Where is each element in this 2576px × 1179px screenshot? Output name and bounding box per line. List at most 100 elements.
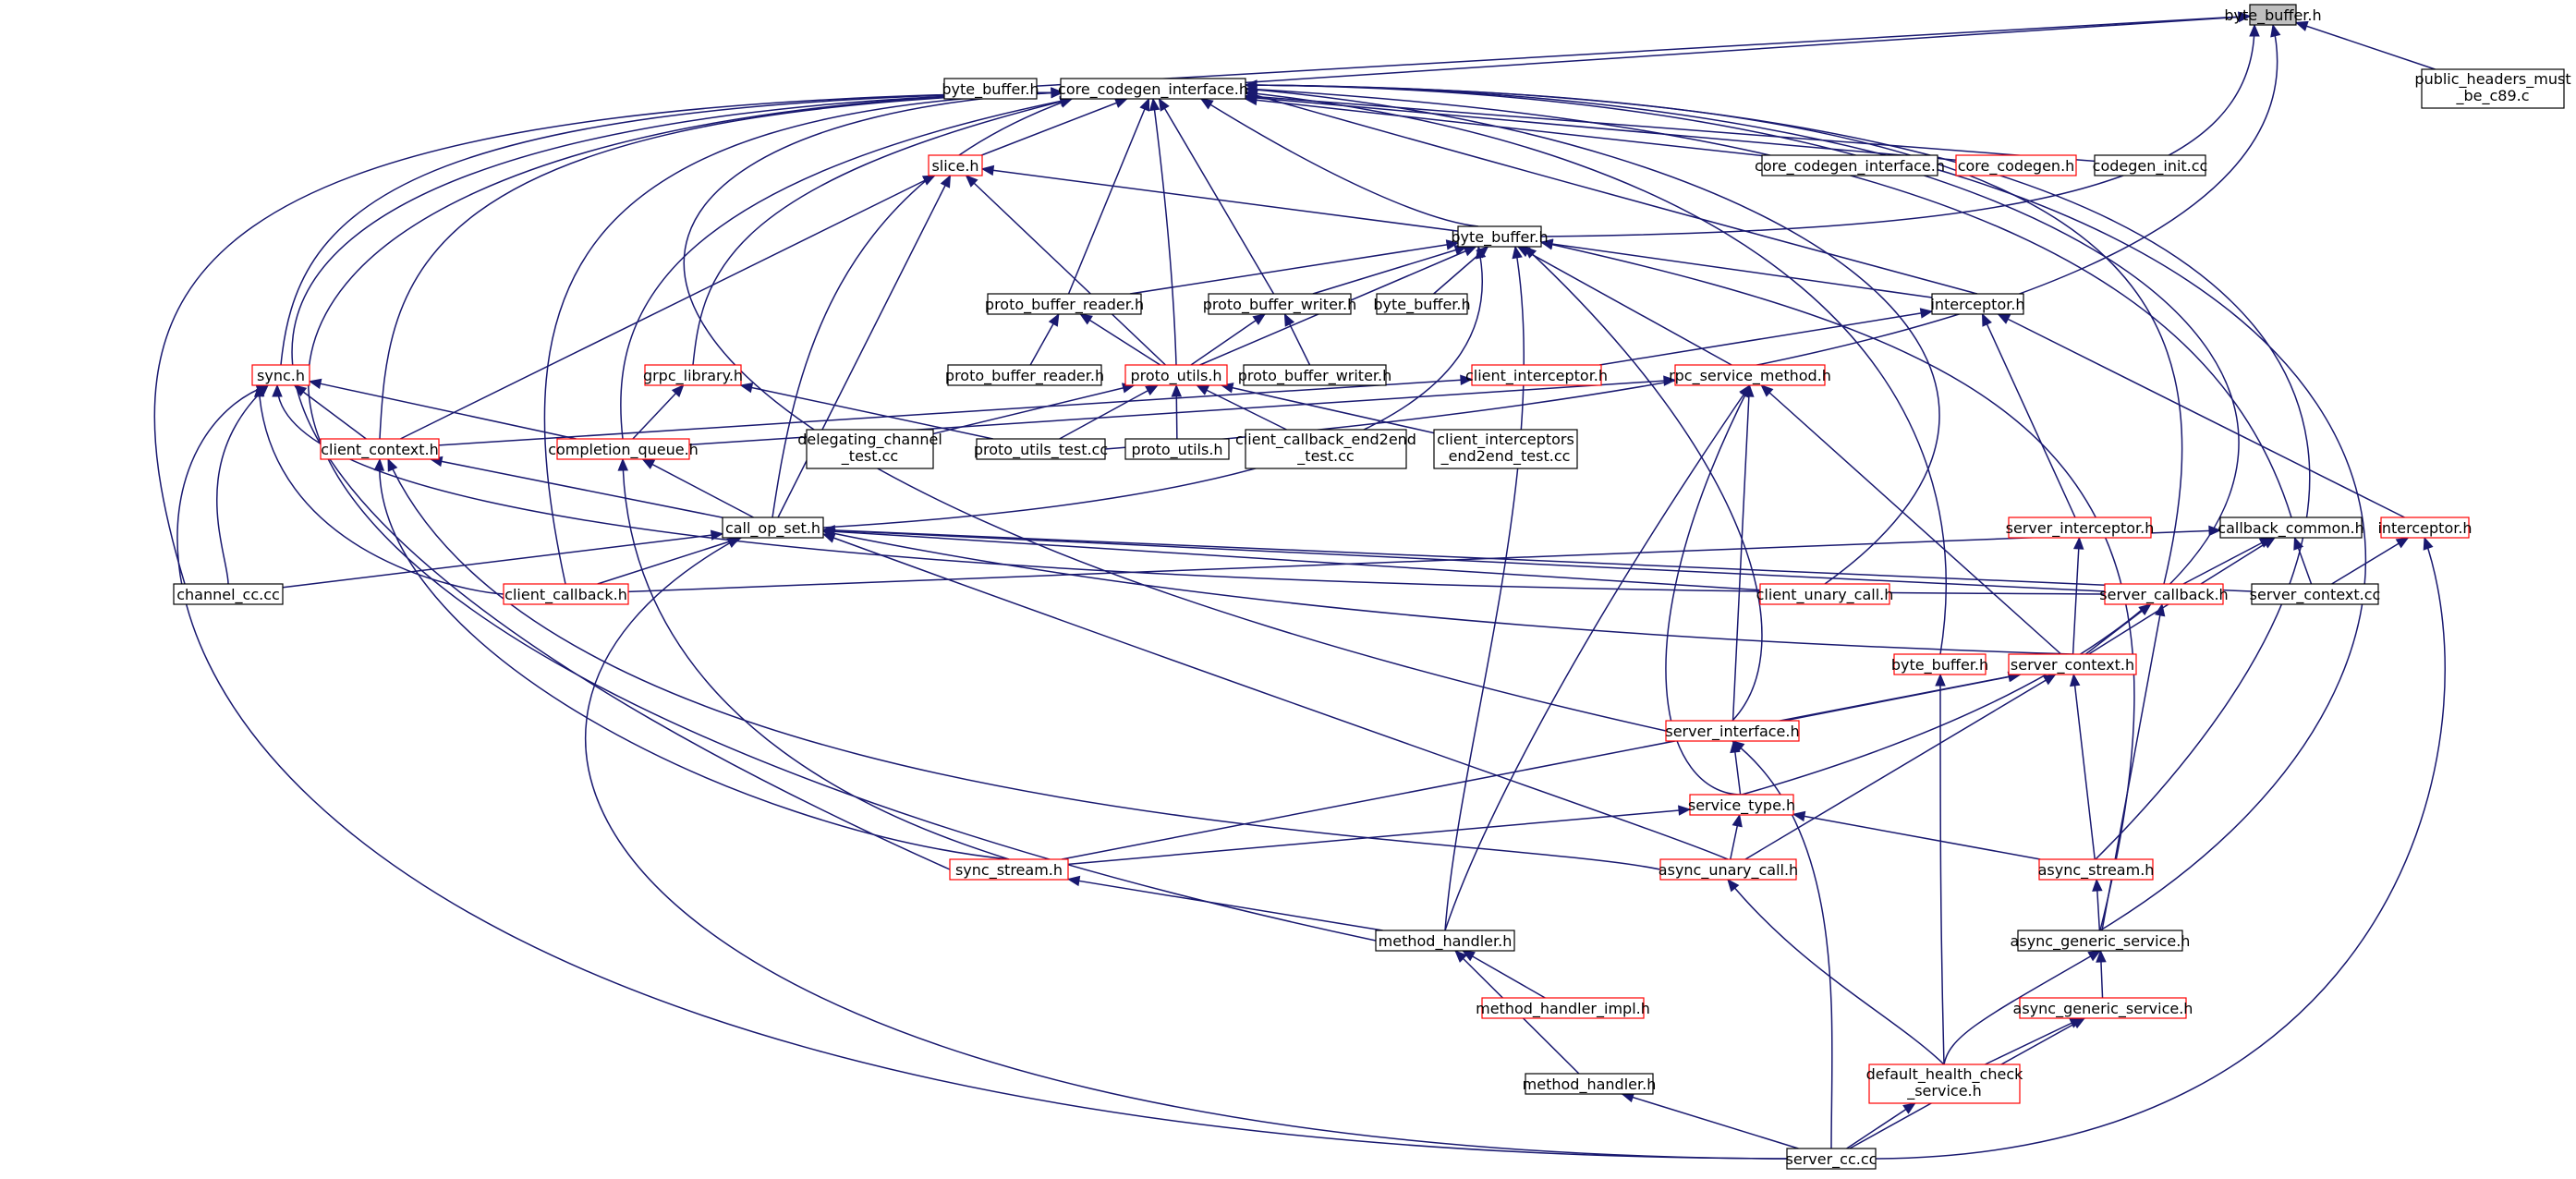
node-client-interceptor[interactable]: client_interceptor.h (1465, 364, 1608, 386)
node-box[interactable] (1931, 293, 2024, 315)
node-async-stream[interactable]: async_stream.h (2038, 858, 2155, 881)
node-async-unary-call[interactable]: async_unary_call.h (1659, 858, 1798, 881)
node-box[interactable] (644, 364, 742, 386)
node-method-handler[interactable]: method_handler.h (1375, 930, 1515, 952)
node-byte-buffer-c[interactable]: byte_buffer.h (1373, 293, 1471, 315)
node-sync[interactable]: sync.h (251, 364, 310, 386)
node-public-headers[interactable]: public_headers_must_be_c89.c (2414, 68, 2571, 109)
node-box[interactable] (2249, 4, 2297, 26)
node-server-interceptor[interactable]: server_interceptor.h (2006, 517, 2155, 539)
node-interceptor[interactable]: interceptor.h (1930, 293, 2025, 315)
node-box[interactable] (2219, 517, 2363, 539)
node-codegen-init[interactable]: codegen_init.cc (2093, 154, 2208, 176)
node-proto-utils-test[interactable]: proto_utils_test.cc (974, 438, 1108, 460)
node-rpc-service-method[interactable]: rpc_service_method.h (1669, 364, 1831, 386)
node-box[interactable] (987, 293, 1142, 315)
node-box[interactable] (943, 78, 1038, 100)
node-pbr2[interactable]: proto_buffer_reader.h (945, 364, 1104, 386)
node-box[interactable] (173, 583, 284, 605)
node-box[interactable] (1245, 429, 1407, 469)
node-method-handler-impl[interactable]: method_handler_impl.h (1476, 997, 1650, 1019)
node-box[interactable] (1243, 364, 1387, 386)
node-root[interactable]: byte_buffer.h (2224, 4, 2322, 26)
node-box[interactable] (722, 517, 824, 539)
node-callback-common[interactable]: callback_common.h (2218, 517, 2364, 539)
node-box[interactable] (1376, 293, 1468, 315)
node-box[interactable] (2038, 858, 2154, 881)
node-box[interactable] (928, 154, 983, 176)
node-call-op-set[interactable]: call_op_set.h (722, 517, 824, 539)
node-box[interactable] (947, 364, 1102, 386)
node-box[interactable] (1659, 858, 1797, 881)
node-box[interactable] (1208, 293, 1352, 315)
node-box[interactable] (1481, 997, 1645, 1019)
node-server-context-cc[interactable]: server_context.cc (2250, 583, 2381, 605)
node-box[interactable] (2008, 653, 2137, 675)
node-completion-queue[interactable]: completion_queue.h (548, 438, 699, 460)
node-client-context[interactable]: client_context.h (320, 438, 440, 460)
node-service-type[interactable]: service_type.h (1688, 794, 1795, 816)
node-server-cc[interactable]: server_cc.cc (1786, 1148, 1877, 1170)
node-core-codegen[interactable]: core_codegen.h (1955, 154, 2077, 176)
node-box[interactable] (1060, 78, 1246, 100)
node-proto-utils2[interactable]: proto_utils.h (1124, 438, 1230, 460)
node-method-handler2[interactable]: method_handler.h (1523, 1073, 1657, 1095)
node-ccif[interactable]: core_codegen_interface.h (1058, 78, 1248, 100)
node-box[interactable] (1457, 225, 1542, 248)
node-server-callback[interactable]: server_callback.h (2099, 583, 2229, 605)
node-box[interactable] (2008, 517, 2152, 539)
node-box[interactable] (2017, 930, 2183, 952)
node-pbw2[interactable]: proto_buffer_writer.h (1238, 364, 1392, 386)
node-server-context[interactable]: server_context.h (2008, 653, 2137, 675)
node-sync-stream[interactable]: sync_stream.h (949, 858, 1069, 881)
node-box[interactable] (1868, 1064, 2021, 1104)
node-box[interactable] (1893, 653, 1987, 675)
node-box[interactable] (1124, 438, 1230, 460)
node-client-interceptors-e2e[interactable]: client_interceptors_end2end_test.cc (1433, 429, 1578, 469)
node-box[interactable] (2251, 583, 2379, 605)
node-byte-buffer-d[interactable]: byte_buffer.h (1891, 653, 1988, 675)
node-grpc-library[interactable]: grpc_library.h (643, 364, 743, 386)
node-box[interactable] (1525, 1073, 1654, 1095)
node-box[interactable] (2019, 997, 2187, 1019)
node-box[interactable] (1124, 364, 1228, 386)
node-box[interactable] (806, 429, 934, 469)
node-box[interactable] (2104, 583, 2224, 605)
node-box[interactable] (1665, 720, 1800, 742)
node-box[interactable] (2094, 154, 2206, 176)
node-box[interactable] (251, 364, 310, 386)
node-server-interface[interactable]: server_interface.h (1665, 720, 1800, 742)
node-interceptor2[interactable]: interceptor.h (2377, 517, 2473, 539)
node-box[interactable] (1471, 364, 1602, 386)
node-box[interactable] (2421, 68, 2565, 109)
node-client-callback[interactable]: client_callback.h (503, 583, 629, 605)
node-pbw[interactable]: proto_buffer_writer.h (1203, 293, 1357, 315)
node-box[interactable] (556, 438, 690, 460)
node-delegating[interactable]: delegating_channel_test.cc (797, 429, 942, 469)
node-default-health[interactable]: default_health_check_service.h (1866, 1064, 2024, 1104)
node-box[interactable] (1759, 583, 1890, 605)
node-box[interactable] (1955, 154, 2077, 176)
node-box[interactable] (976, 438, 1106, 460)
node-box[interactable] (1674, 364, 1826, 386)
node-async-generic-service2[interactable]: async_generic_service.h (2013, 997, 2193, 1019)
node-box[interactable] (1786, 1148, 1877, 1170)
node-client-callback-e2e[interactable]: client_callback_end2end_test.cc (1235, 429, 1416, 469)
node-pbr[interactable]: proto_buffer_reader.h (985, 293, 1144, 315)
node-proto-utils[interactable]: proto_utils.h (1124, 364, 1228, 386)
node-box[interactable] (949, 858, 1069, 881)
node-box[interactable] (1433, 429, 1578, 469)
node-box[interactable] (2380, 517, 2470, 539)
node-box[interactable] (1375, 930, 1515, 952)
node-async-generic-service[interactable]: async_generic_service.h (2011, 930, 2191, 952)
node-box[interactable] (320, 438, 440, 460)
node-byte-buffer-b[interactable]: byte_buffer.h (1451, 225, 1549, 248)
node-slice[interactable]: slice.h (928, 154, 983, 176)
node-channel-cc[interactable]: channel_cc.cc (173, 583, 284, 605)
node-ccif2[interactable]: core_codegen_interface.h (1755, 154, 1945, 176)
node-box[interactable] (1689, 794, 1794, 816)
node-client-unary-call[interactable]: client_unary_call.h (1756, 583, 1894, 605)
node-box[interactable] (1761, 154, 1938, 176)
node-byte-buffer-a[interactable]: byte_buffer.h (942, 78, 1039, 100)
node-box[interactable] (503, 583, 629, 605)
